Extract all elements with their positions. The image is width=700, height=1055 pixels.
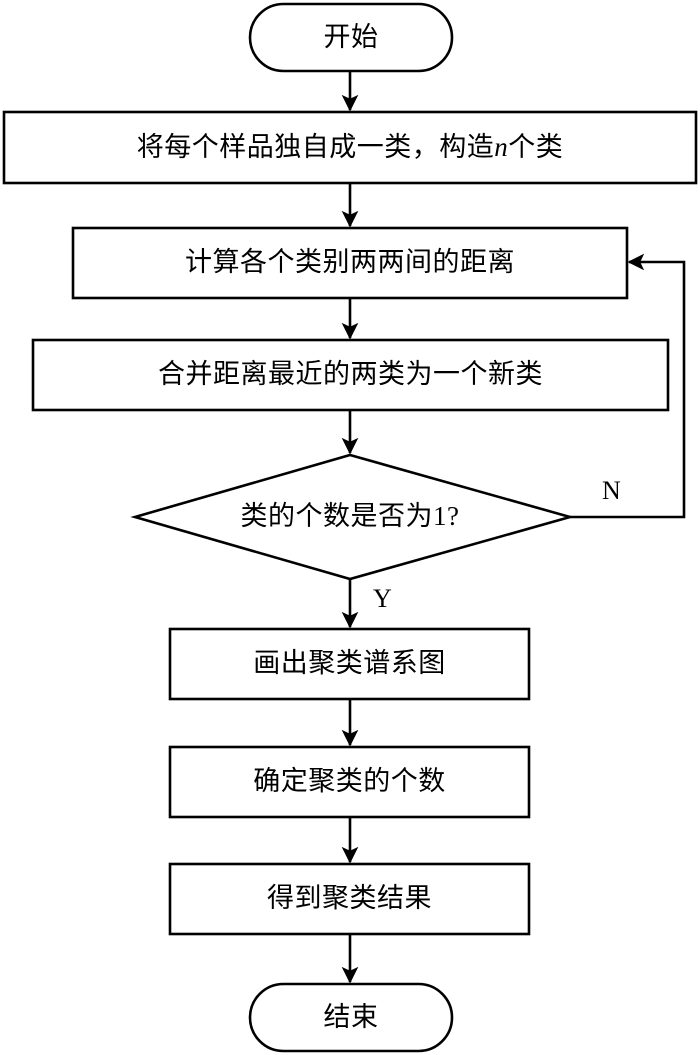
step5-node-shape (168, 745, 531, 819)
edge-label-yes: Y (373, 584, 392, 613)
step4-node-shape (168, 627, 531, 701)
decision-node-shape (130, 453, 575, 581)
start-node-shape (248, 2, 454, 73)
step3-node-shape (31, 338, 670, 412)
step1-node-shape (2, 110, 698, 185)
end-node-shape (248, 982, 454, 1053)
step6-node-shape (168, 862, 531, 936)
step2-node-shape (71, 226, 629, 300)
edge-label-no: N (602, 476, 621, 505)
connector-decision-no-feedback-loop (570, 253, 686, 519)
